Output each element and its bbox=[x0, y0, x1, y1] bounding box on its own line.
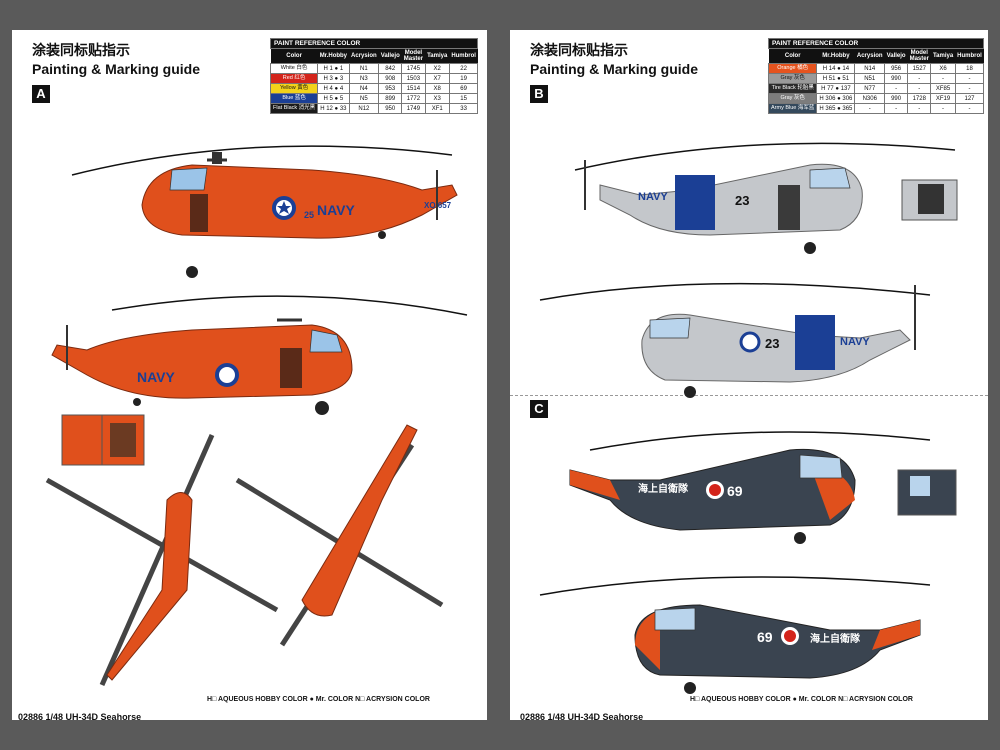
table-header-cell: Mr.Hobby bbox=[816, 48, 855, 64]
helicopter-a-side-left: NAVY bbox=[51, 318, 353, 415]
marking-navy-text: NAVY bbox=[317, 202, 356, 218]
table-cell: 33 bbox=[448, 103, 479, 114]
helicopter-b-side-right: NAVY 23 bbox=[584, 160, 863, 254]
table-header-cell: Humbrol bbox=[449, 48, 478, 64]
table-cell: XF1 bbox=[424, 103, 450, 114]
table-cell: - bbox=[954, 103, 985, 114]
color-legend: H□ AQUEOUS HOBBY COLOR ● Mr. COLOR N□ AC… bbox=[690, 696, 913, 703]
marking-number-b: 23 bbox=[735, 193, 749, 208]
marking-navy-text: NAVY bbox=[638, 191, 668, 203]
table-header-cell: Model Master bbox=[401, 48, 426, 64]
section-label-c: C bbox=[530, 400, 548, 418]
illustrations-bc: NAVY 23 23 NAVY 海上自衛隊 6 bbox=[539, 142, 958, 694]
helicopter-b-side-left: 23 NAVY bbox=[641, 285, 916, 398]
svg-text:23: 23 bbox=[765, 336, 779, 351]
color-swatch-cell: Army Blue 海军蓝 bbox=[767, 103, 818, 114]
table-caption: PAINT REFERENCE COLOR bbox=[767, 38, 985, 49]
footer-product: 02886 1/48 UH-34D Seahorse bbox=[18, 712, 142, 722]
helicopter-a-top-view-1 bbox=[45, 433, 279, 687]
table-header-cell: Model Master bbox=[907, 48, 931, 64]
marking-number-text: 25 bbox=[304, 210, 314, 220]
title-english: Painting & Marking guide bbox=[530, 61, 699, 77]
title-chinese: 涂装同标贴指示 bbox=[32, 42, 130, 58]
footer-product: 02886 1/48 UH-34D Seahorse bbox=[520, 712, 644, 722]
helicopter-a-top-view-2 bbox=[235, 424, 444, 647]
rotor-arc-2 bbox=[111, 295, 468, 316]
table-cell: - bbox=[930, 103, 956, 114]
helicopter-c-side-right: 海上自衛隊 69 bbox=[569, 448, 856, 544]
table-header-cell: Acrysion bbox=[349, 48, 379, 64]
table-cell: - bbox=[907, 103, 932, 114]
section-label-a: A bbox=[32, 85, 50, 103]
title-chinese: 涂装同标贴指示 bbox=[530, 42, 628, 58]
detail-inset-1 bbox=[61, 414, 103, 466]
table-header-cell: Color bbox=[270, 48, 318, 64]
table-header-cell: Mr.Hobby bbox=[317, 48, 350, 64]
helicopter-a-side-right: NAVY 25 XO 657 bbox=[141, 152, 458, 278]
page-right: 涂装同标贴指示 Painting & Marking guide B C PAI… bbox=[510, 30, 988, 722]
table-header-cell: Color bbox=[768, 48, 817, 64]
table-header-cell: Vallejo bbox=[884, 48, 908, 64]
svg-text:69: 69 bbox=[757, 629, 773, 645]
table-header-cell: Humbrol bbox=[955, 48, 984, 64]
table-caption: PAINT REFERENCE COLOR bbox=[269, 38, 479, 49]
color-legend: H□ AQUEOUS HOBBY COLOR ● Mr. COLOR N□ AC… bbox=[207, 696, 430, 703]
table-header-cell: Vallejo bbox=[378, 48, 402, 64]
table-header-cell: Tamiya bbox=[930, 48, 956, 64]
marking-jmsdf-text: 海上自衛隊 bbox=[638, 482, 689, 495]
table-cell: 1749 bbox=[401, 103, 426, 114]
table-header-cell: Acrysion bbox=[854, 48, 885, 64]
svg-text:NAVY: NAVY bbox=[137, 369, 176, 385]
illustrations-a: NAVY 25 XO 657 NAVY bbox=[45, 145, 468, 687]
table-cell: H 12 ● 33 bbox=[317, 103, 350, 114]
page-left: 涂装同标贴指示 Painting & Marking guide A PAINT… bbox=[12, 30, 487, 722]
table-cell: H 365 ● 365 bbox=[816, 103, 856, 114]
svg-text:海上自衛隊: 海上自衛隊 bbox=[810, 632, 861, 645]
section-label-b: B bbox=[530, 85, 548, 103]
helicopter-c-side-left: 海上自衛隊 69 bbox=[634, 604, 921, 694]
svg-text:NAVY: NAVY bbox=[840, 336, 870, 348]
section-divider bbox=[510, 395, 988, 396]
title-english: Painting & Marking guide bbox=[32, 61, 201, 77]
marking-number-c: 69 bbox=[727, 483, 743, 499]
rotor-arc-1 bbox=[71, 145, 453, 176]
table-header-cell: Tamiya bbox=[425, 48, 450, 64]
